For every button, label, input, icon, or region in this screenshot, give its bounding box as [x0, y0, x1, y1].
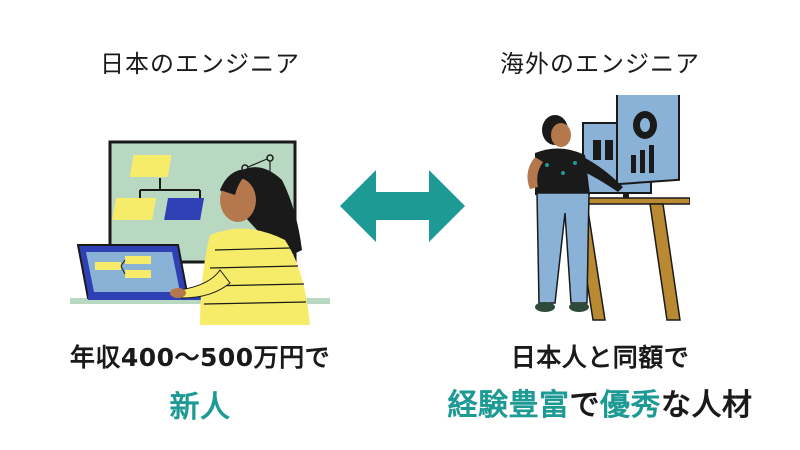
- left-caption-novice: 新人: [169, 390, 231, 425]
- monitor: [616, 95, 680, 186]
- sticky-note: [164, 198, 205, 220]
- overseas-engineer-illustration: [527, 95, 690, 321]
- double-headed-arrow-icon: [340, 170, 465, 242]
- jeans: [536, 192, 590, 304]
- left-caption-salary: 年収400〜500万円で: [69, 343, 331, 372]
- japanese-engineer-illustration: [70, 140, 330, 325]
- left-heading: 日本のエンジニア: [100, 50, 300, 78]
- caption-particle: で: [569, 388, 600, 423]
- face: [551, 123, 571, 147]
- caption-suffix: な人材: [661, 388, 753, 423]
- right-caption-same-salary: 日本人と同額で: [510, 343, 690, 372]
- highlight-excellent: 優秀: [600, 388, 661, 423]
- right-caption-talent: 経験豊富で優秀な人材: [420, 380, 780, 424]
- sticky-note: [112, 198, 157, 220]
- right-heading: 海外のエンジニア: [500, 50, 700, 78]
- sweater: [200, 228, 310, 325]
- highlight-experienced: 経験豊富: [447, 388, 570, 423]
- sticky-note: [129, 155, 172, 177]
